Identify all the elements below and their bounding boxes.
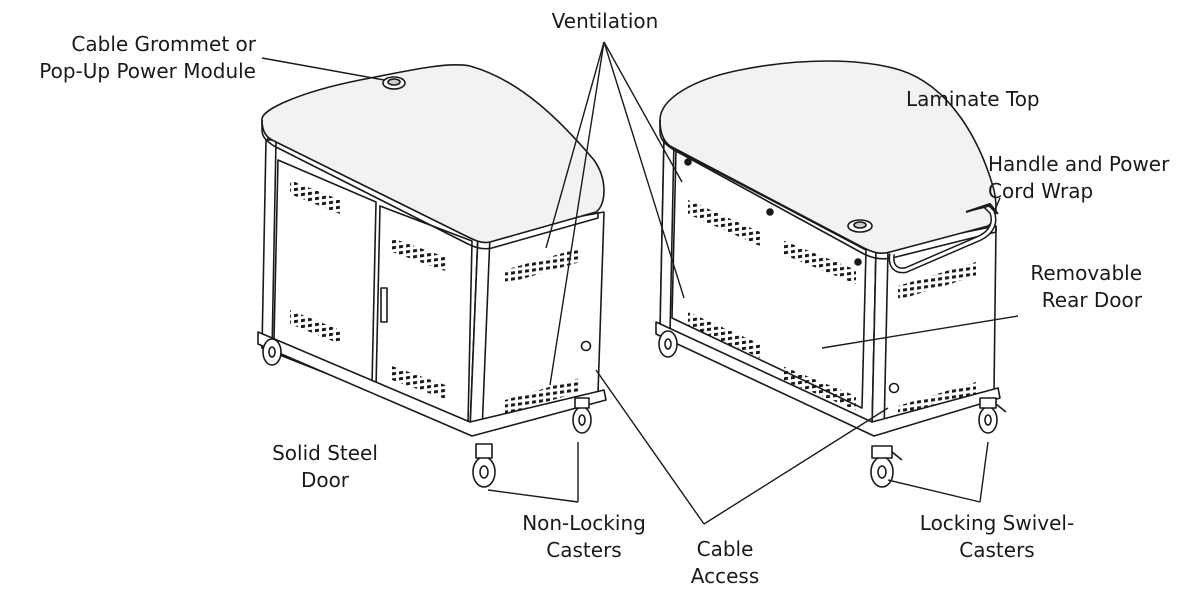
right-cart-laminate-top: [659, 60, 997, 255]
label-solid-steel-door: Solid Steel Door: [272, 441, 378, 492]
right-cart-casters: [658, 330, 1007, 488]
left-cart: [257, 63, 607, 488]
label-non-locking-casters: Non-Locking Casters: [522, 511, 646, 562]
callout-lines: [261, 41, 1019, 525]
label-ventilation: Ventilation: [551, 9, 659, 33]
label-laminate-top: Laminate Top: [906, 87, 1040, 111]
left-cart-laminate-top: [261, 63, 605, 244]
label-locking-swivel-casters: Locking Swivel- Casters: [919, 511, 1075, 562]
label-handle-cord-wrap: Handle and Power Cord Wrap: [988, 152, 1170, 203]
right-cart: [655, 60, 1007, 488]
label-cable-grommet: Cable Grommet or Pop-Up Power Module: [39, 32, 256, 83]
label-removable-rear-door: Removable Rear Door: [1030, 261, 1142, 312]
left-cart-casters: [262, 338, 592, 488]
label-cable-access: Cable Access: [690, 537, 760, 588]
right-cart-cable-access: [888, 382, 900, 394]
left-cart-door-handle: [380, 287, 388, 323]
left-cart-cable-access: [580, 340, 592, 352]
